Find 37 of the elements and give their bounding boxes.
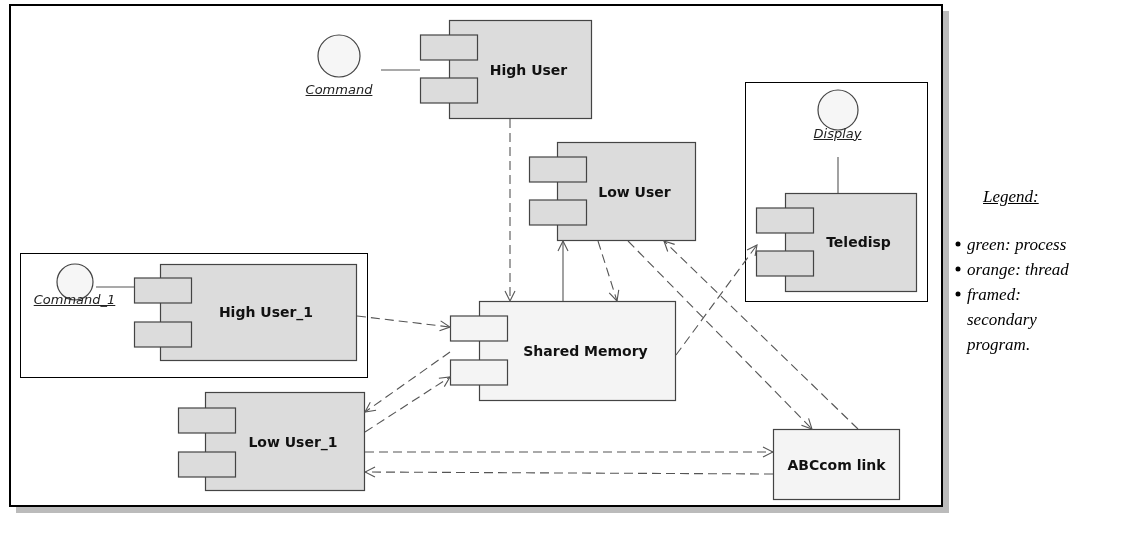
interface-label: Display bbox=[813, 125, 862, 141]
component-label: High User_1 bbox=[218, 304, 314, 320]
connector-line bbox=[95, 286, 135, 288]
component-label: High User bbox=[489, 61, 568, 78]
component-label: Low User_1 bbox=[248, 433, 338, 450]
component-box bbox=[133, 263, 357, 361]
component-label: Teledisp bbox=[826, 234, 891, 250]
component-box bbox=[178, 392, 365, 491]
component-label: Low User bbox=[598, 183, 671, 200]
component-label: Shared Memory bbox=[523, 343, 648, 359]
arrow bbox=[364, 446, 774, 458]
arrow bbox=[364, 466, 774, 478]
legend-text: framed: secondary program. bbox=[967, 284, 1038, 356]
arrow bbox=[364, 351, 451, 413]
component-box bbox=[755, 192, 917, 292]
component-box bbox=[529, 142, 696, 241]
connector-line bbox=[380, 69, 421, 71]
arrow bbox=[597, 240, 620, 302]
arrow bbox=[364, 376, 451, 433]
component-box bbox=[420, 20, 592, 119]
arrow bbox=[557, 240, 569, 302]
component-box bbox=[450, 301, 676, 401]
arrow bbox=[663, 240, 859, 430]
component-label: ABCcom link bbox=[787, 456, 886, 473]
component-box bbox=[773, 429, 900, 500]
connector-line bbox=[837, 156, 839, 194]
interface-label: Command bbox=[305, 82, 373, 97]
frame-box bbox=[20, 253, 368, 378]
legend-text: green: process bbox=[967, 234, 1068, 256]
frame-box bbox=[745, 82, 928, 302]
legend-heading: Legend: bbox=[983, 187, 1039, 207]
legend-text: orange: thread bbox=[967, 259, 1070, 281]
interface-label: Command_1 bbox=[33, 291, 116, 307]
arrow bbox=[627, 240, 813, 430]
arrow bbox=[675, 244, 758, 356]
arrow bbox=[504, 118, 516, 302]
arrow bbox=[356, 315, 451, 332]
